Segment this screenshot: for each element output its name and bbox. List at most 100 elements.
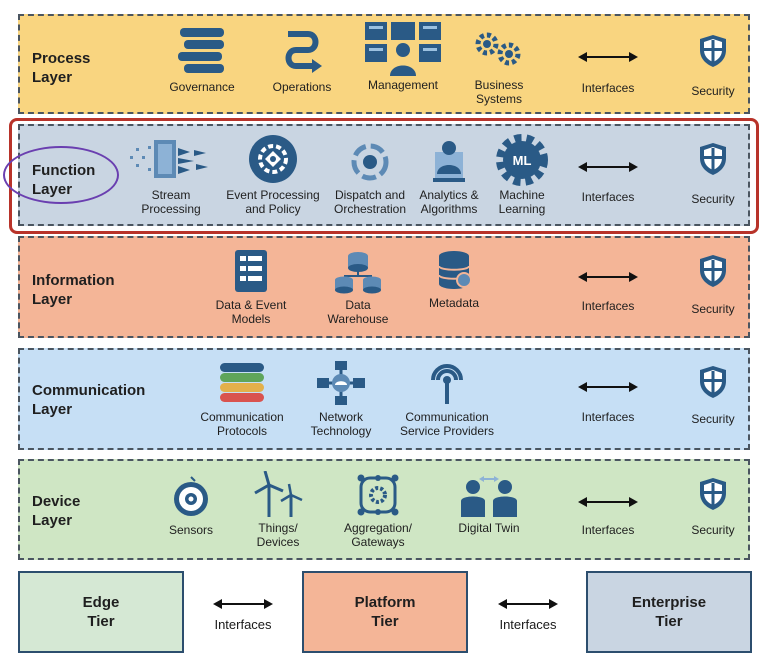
sensor-icon <box>174 476 208 516</box>
business-systems-label: Business Systems <box>474 78 524 106</box>
device-security-item: Security <box>658 477 768 537</box>
twin-icon <box>461 476 517 517</box>
device-layer-title: Device Layer <box>32 493 81 529</box>
digital-twin-label: Digital Twin <box>458 521 520 535</box>
dispatch-label: Dispatch and Orchestration <box>333 188 407 216</box>
function-interfaces-label: Interfaces <box>581 190 635 204</box>
double-arrow-icon <box>578 270 638 284</box>
platform-tier-label: Platform Tier <box>354 594 416 630</box>
gears-icon <box>475 32 521 66</box>
device-interfaces-label: Interfaces <box>581 523 635 537</box>
stack-icon <box>178 28 224 73</box>
machine-learning-label: Machine Learning <box>498 188 546 216</box>
route-icon <box>285 31 322 73</box>
device-interfaces-item: Interfaces <box>553 495 663 537</box>
data-warehouse-label: Data Warehouse <box>327 298 389 326</box>
svg-text:ML: ML <box>513 153 532 168</box>
metadata-item: Metadata <box>399 250 509 310</box>
shield-icon <box>698 34 728 68</box>
information-security-label: Security <box>691 302 735 316</box>
shield-icon <box>698 365 728 399</box>
data-warehouse-item: Data Warehouse <box>303 248 413 326</box>
network-icon <box>317 361 365 405</box>
machine-learning-item: ML Machine Learning <box>467 134 577 216</box>
double-arrow-icon <box>578 50 638 64</box>
edge-platform-link: Interfaces <box>203 597 283 632</box>
data-event-models-item: Data & Event Models <box>196 248 306 326</box>
document-icon <box>235 250 267 292</box>
dispatch-item: Dispatch and Orchestration <box>315 140 425 216</box>
business-systems-item: Business Systems <box>444 30 554 106</box>
aggregation-gateways-label: Aggregation/ Gateways <box>343 521 413 549</box>
information-layer-title: Information Layer <box>32 272 115 308</box>
management-label: Management <box>367 78 439 92</box>
edge-tier: Edge Tier <box>18 571 184 653</box>
ml-gear-icon: ML <box>496 134 548 186</box>
data-event-models-label: Data & Event Models <box>215 298 287 326</box>
communication-interfaces-label: Interfaces <box>581 410 635 424</box>
analytics-item: Analytics & Algorithms <box>394 138 504 216</box>
shield-icon <box>698 477 728 511</box>
analytics-icon <box>433 141 465 182</box>
event-processing-item: Event Processing and Policy <box>211 134 335 216</box>
service-providers-item: Communication Service Providers <box>388 360 506 438</box>
governance-item: Governance <box>147 26 257 94</box>
platform-enterprise-interfaces-label: Interfaces <box>499 617 557 632</box>
database-icon <box>438 251 472 289</box>
sensors-label: Sensors <box>168 523 214 537</box>
things-devices-item: Things/ Devices <box>223 471 333 549</box>
edge-tier-label: Edge Tier <box>82 594 120 630</box>
function-layer: Function Layer Stream Processing Event P… <box>18 124 750 226</box>
device-layer: Device Layer Sensors Things/ Devices <box>18 459 750 560</box>
edge-platform-interfaces-label: Interfaces <box>214 617 272 632</box>
metadata-label: Metadata <box>428 296 480 310</box>
platform-tier: Platform Tier <box>302 571 468 653</box>
function-title-circle <box>3 146 119 204</box>
service-providers-label: Communication Service Providers <box>399 410 495 438</box>
operations-label: Operations <box>272 80 332 94</box>
enterprise-tier: Enterprise Tier <box>586 571 752 653</box>
event-processing-label: Event Processing and Policy <box>226 188 320 216</box>
process-layer: Process Layer Governance Operations <box>18 14 750 114</box>
event-gear-icon <box>249 135 297 183</box>
management-item: Management <box>348 20 458 92</box>
wind-turbine-icon <box>254 471 303 517</box>
process-interfaces-label: Interfaces <box>581 81 635 95</box>
stream-processing-label: Stream Processing <box>141 188 201 216</box>
dispatch-icon <box>351 143 389 181</box>
aggregation-gateways-item: Aggregation/ Gateways <box>323 473 433 549</box>
things-devices-label: Things/ Devices <box>256 521 300 549</box>
function-security-item: Security <box>658 142 768 206</box>
function-security-label: Security <box>691 192 735 206</box>
stream-processing-item: Stream Processing <box>116 136 226 216</box>
stream-icon <box>130 140 208 178</box>
communication-layer: Communication Layer Communication Protoc… <box>18 348 750 450</box>
antenna-icon <box>431 364 463 404</box>
warehouse-icon <box>335 252 381 294</box>
shield-icon <box>698 254 728 288</box>
operations-item: Operations <box>247 26 357 94</box>
double-arrow-icon <box>578 380 638 394</box>
information-interfaces-label: Interfaces <box>581 299 635 313</box>
communication-interfaces-item: Interfaces <box>553 380 663 424</box>
information-interfaces-item: Interfaces <box>553 270 663 313</box>
gateway-icon <box>357 474 399 516</box>
process-security-item: Security <box>658 34 768 98</box>
communication-layer-title: Communication Layer <box>32 382 146 418</box>
digital-twin-item: Digital Twin <box>434 473 544 535</box>
double-arrow-icon <box>213 597 273 611</box>
process-interfaces-item: Interfaces <box>553 50 663 95</box>
layers-icon <box>220 363 264 402</box>
platform-enterprise-link: Interfaces <box>488 597 568 632</box>
information-layer: Information Layer Data & Event Models Da… <box>18 236 750 338</box>
device-security-label: Security <box>691 523 735 537</box>
dashboard-person-icon <box>365 22 441 76</box>
communication-security-item: Security <box>658 365 768 426</box>
governance-label: Governance <box>169 80 235 94</box>
enterprise-tier-label: Enterprise Tier <box>631 594 707 630</box>
double-arrow-icon <box>578 495 638 509</box>
communication-security-label: Security <box>691 412 735 426</box>
process-security-label: Security <box>691 84 735 98</box>
communication-protocols-item: Communication Protocols <box>187 360 297 438</box>
communication-protocols-label: Communication Protocols <box>200 410 284 438</box>
